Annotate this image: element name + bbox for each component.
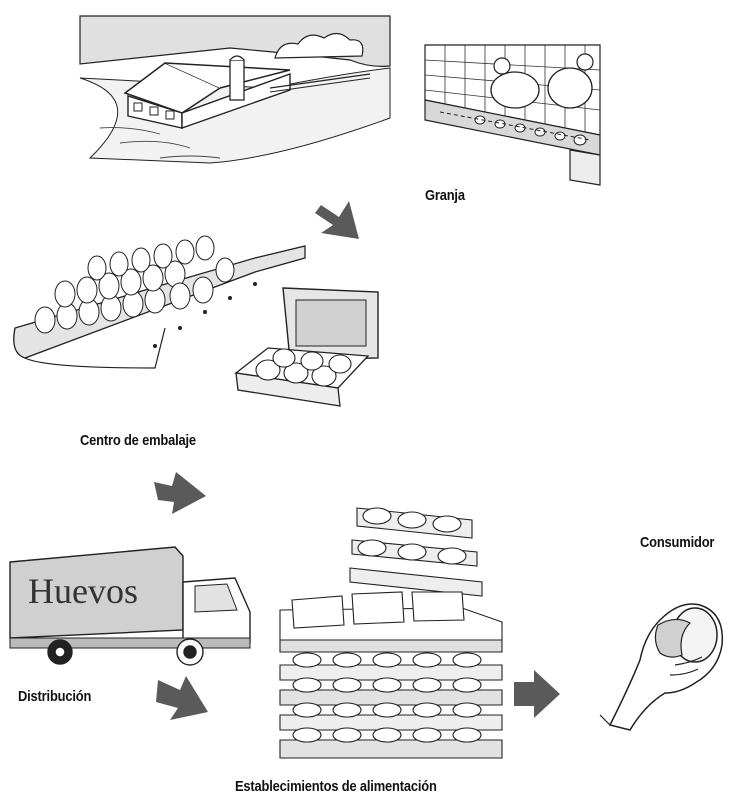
truck-text: Huevos [28, 571, 138, 611]
egg-trays-illustration [279, 507, 503, 759]
arrow-farm-to-packing [315, 201, 359, 239]
packing-label: Centro de embalaje [80, 432, 196, 449]
distribution-label: Distribución [18, 688, 92, 705]
conveyor-belt-illustration [13, 235, 306, 369]
delivery-truck-illustration [9, 546, 251, 666]
stores-label: Establecimientos de alimentación [235, 778, 437, 795]
arrow-distribution-to-stores [156, 676, 208, 720]
farm-illustration [79, 15, 391, 164]
egg-carton-illustration [234, 287, 379, 407]
arrow-stores-to-consumer [514, 670, 560, 718]
consumer-label: Consumidor [640, 534, 715, 551]
chicken-cage-illustration [424, 44, 601, 186]
farm-label: Granja [425, 187, 465, 204]
hand-with-egg-illustration [599, 603, 724, 731]
arrow-packing-to-distribution [154, 472, 206, 514]
